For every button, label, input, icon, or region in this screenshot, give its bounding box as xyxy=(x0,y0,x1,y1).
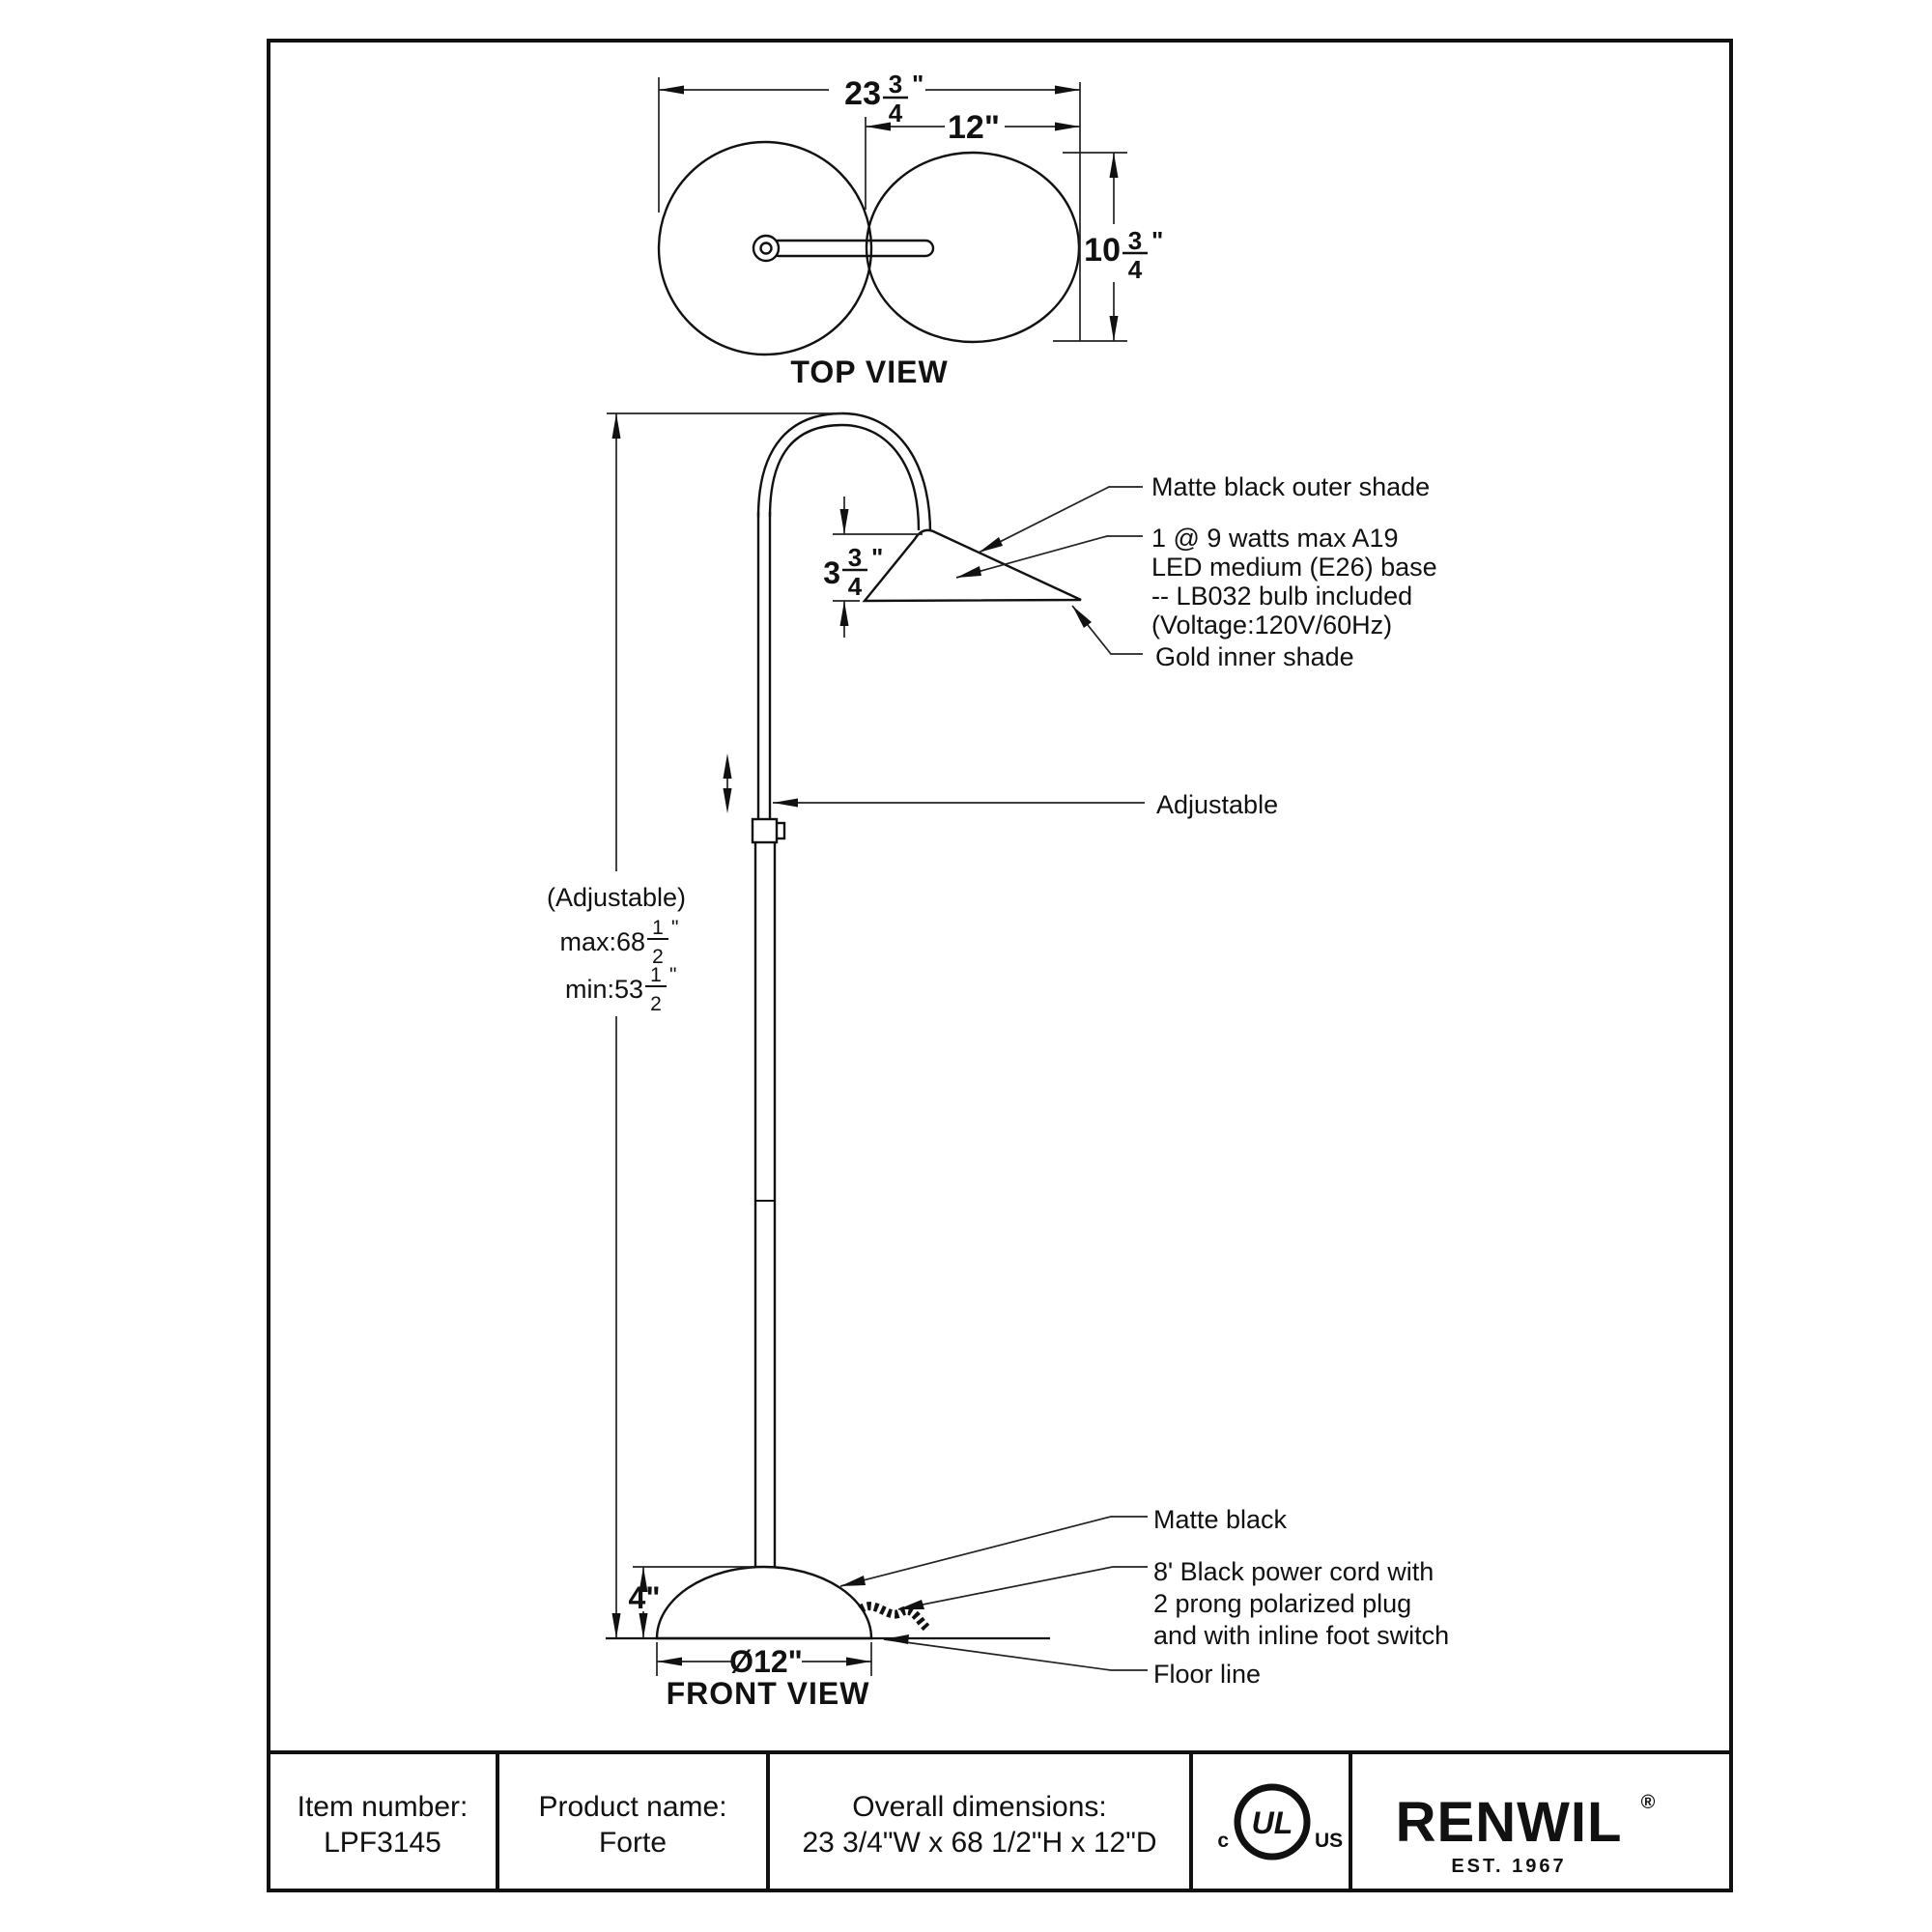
svg-text:4: 4 xyxy=(848,572,863,601)
svg-text:Ø12": Ø12" xyxy=(729,1644,803,1679)
svg-text:3: 3 xyxy=(889,70,902,99)
svg-text:(Adjustable): (Adjustable) xyxy=(547,883,686,912)
svg-text:3: 3 xyxy=(848,543,862,572)
svg-text:1: 1 xyxy=(652,917,664,939)
front-view-label: FRONT VIEW xyxy=(667,1676,870,1711)
ul-listed-icon: UL c US xyxy=(1217,1783,1343,1861)
top-view-base-circle xyxy=(657,140,873,356)
callout-base-finish: Matte black xyxy=(1153,1505,1288,1534)
callout-cord-line2: 2 prong polarized plug xyxy=(1153,1589,1411,1618)
svg-text:": " xyxy=(671,917,678,939)
svg-text:10: 10 xyxy=(1084,232,1121,269)
item-number-label: Item number: xyxy=(298,1791,469,1823)
front-view xyxy=(606,412,1082,1640)
svg-text:": " xyxy=(912,70,923,99)
dim-base-diameter: Ø12" xyxy=(657,1644,871,1679)
top-view: 23 3 4 " 12" 10 3 4 " TOP VIEW xyxy=(657,70,1163,389)
dim-base-height: 4" xyxy=(629,1567,661,1638)
callout-cord-line3: and with inline foot switch xyxy=(1153,1621,1449,1650)
top-view-arm xyxy=(769,239,935,258)
callout-bulb-line3: -- LB032 bulb included xyxy=(1151,582,1412,611)
callout-inner-shade: Gold inner shade xyxy=(1155,642,1354,671)
svg-text:": " xyxy=(871,543,883,572)
svg-text:min:53: min:53 xyxy=(565,975,643,1004)
front-view-dimensions: (Adjustable) max:68 1 2 " min:53 1 2 " 3 xyxy=(547,412,923,1711)
gooseneck-inner xyxy=(768,423,921,531)
overall-dimensions-value: 23 3/4"W x 68 1/2"H x 12"D xyxy=(802,1827,1156,1859)
dim-shade-depth: 10 3 4 " xyxy=(1084,153,1163,341)
svg-text:4: 4 xyxy=(1128,255,1143,284)
svg-text:4: 4 xyxy=(889,99,903,128)
top-view-shade-circle xyxy=(865,151,1081,344)
svg-text:c: c xyxy=(1217,1830,1229,1852)
svg-text:3: 3 xyxy=(823,555,840,590)
sheet-border xyxy=(267,39,1733,1892)
callout-outer-shade: Matte black outer shade xyxy=(1151,472,1430,501)
svg-text:23: 23 xyxy=(844,75,881,112)
callout-bulb-line2: LED medium (E26) base xyxy=(1151,553,1437,582)
dim-arm-length: 12" xyxy=(866,109,1080,146)
product-name-value: Forte xyxy=(599,1827,667,1859)
dim-overall-height: (Adjustable) max:68 1 2 " min:53 1 2 " xyxy=(547,413,686,1638)
adjust-double-arrow xyxy=(723,753,732,813)
callout-adjustable: Adjustable xyxy=(1156,790,1278,819)
overall-dimensions-label: Overall dimensions: xyxy=(852,1791,1106,1823)
svg-text:12": 12" xyxy=(948,109,1000,146)
svg-text:1: 1 xyxy=(650,964,662,986)
svg-text:UL: UL xyxy=(1252,1805,1293,1840)
pole-clamp xyxy=(751,817,779,844)
callout-leaders xyxy=(773,486,1148,1671)
top-view-label: TOP VIEW xyxy=(790,355,948,389)
brand-established: EST. 1967 xyxy=(1451,1856,1566,1877)
item-number-value: LPF3145 xyxy=(324,1827,441,1859)
dim-height-min: min:53 1 2 " xyxy=(565,964,677,1015)
svg-text:4": 4" xyxy=(629,1580,661,1615)
callout-cord-line1: 8' Black power cord with xyxy=(1153,1557,1434,1586)
title-block: Item number: LPF3145 Product name: Forte… xyxy=(298,1783,1656,1877)
svg-text:": " xyxy=(1151,226,1163,255)
callout-texts: Matte black outer shade 1 @ 9 watts max … xyxy=(1151,472,1449,1689)
dim-height-max: max:68 1 2 " xyxy=(559,917,678,968)
callout-floor-line: Floor line xyxy=(1153,1660,1261,1689)
svg-text:3: 3 xyxy=(1128,226,1142,255)
svg-text:": " xyxy=(669,964,676,986)
lamp-shade xyxy=(862,528,1082,603)
brand-name: RENWIL xyxy=(1396,1791,1623,1854)
callout-bulb-line1: 1 @ 9 watts max A19 xyxy=(1151,524,1399,553)
callout-bulb-line4: (Voltage:120V/60Hz) xyxy=(1151,611,1392,639)
svg-text:max:68: max:68 xyxy=(559,927,645,956)
product-name-label: Product name: xyxy=(538,1791,726,1823)
svg-text:2: 2 xyxy=(652,946,664,968)
svg-text:US: US xyxy=(1315,1830,1343,1852)
brand-registered-mark: ® xyxy=(1641,1792,1656,1813)
dim-shade-height: 3 3 4 " xyxy=(823,497,883,638)
lamp-base xyxy=(655,1565,873,1640)
brand-logo: RENWIL ® EST. 1967 xyxy=(1396,1791,1656,1877)
svg-text:2: 2 xyxy=(650,993,662,1015)
dim-top-width: 23 3 4 " xyxy=(659,70,1080,128)
